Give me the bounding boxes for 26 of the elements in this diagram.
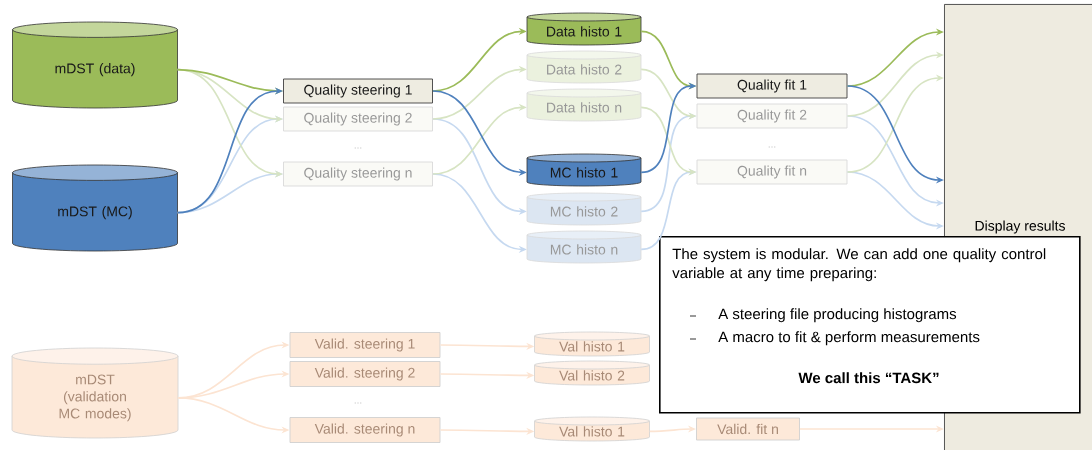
database-cylinder: MC histo n	[526, 230, 642, 264]
process-box: Quality fit 2	[696, 103, 848, 129]
process-box: Quality fit n	[696, 159, 848, 185]
database-cylinder: Data histo n	[526, 88, 642, 122]
ellipsis: ...	[354, 147, 362, 149]
ellipsis: ...	[354, 402, 362, 404]
process-box: Valid. steering 1	[289, 332, 441, 358]
database-cylinder: Data histo 1	[526, 12, 642, 46]
database-cylinder: mDST (data)	[12, 21, 178, 109]
process-box: Valid. fit n	[696, 417, 800, 441]
process-box: Valid. steering n	[289, 417, 441, 443]
database-cylinder: Val histo 2	[534, 360, 650, 386]
database-cylinder: Data histo 2	[526, 50, 642, 84]
process-box: Quality fit 1	[696, 73, 848, 99]
database-cylinder: mDST (validation MC modes)	[11, 347, 179, 439]
process-box: Valid. steering 2	[289, 361, 441, 387]
database-cylinder: Val histo 1	[534, 416, 650, 442]
ellipsis: ...	[768, 146, 776, 148]
database-cylinder: MC histo 1	[526, 153, 642, 187]
note-box: The system is modular. We can add one quality control variable at any time preparing: A steering file producing histograms A macro to fit & perform measurements We call this “TASK”	[659, 236, 1081, 414]
database-cylinder: mDST (MC)	[12, 164, 178, 252]
process-box: Quality steering n	[283, 161, 433, 187]
process-box: Quality steering 1	[283, 78, 433, 104]
process-box: Quality steering 2	[283, 106, 433, 132]
database-cylinder: Val histo 1	[534, 331, 650, 357]
database-cylinder: MC histo 2	[526, 192, 642, 226]
